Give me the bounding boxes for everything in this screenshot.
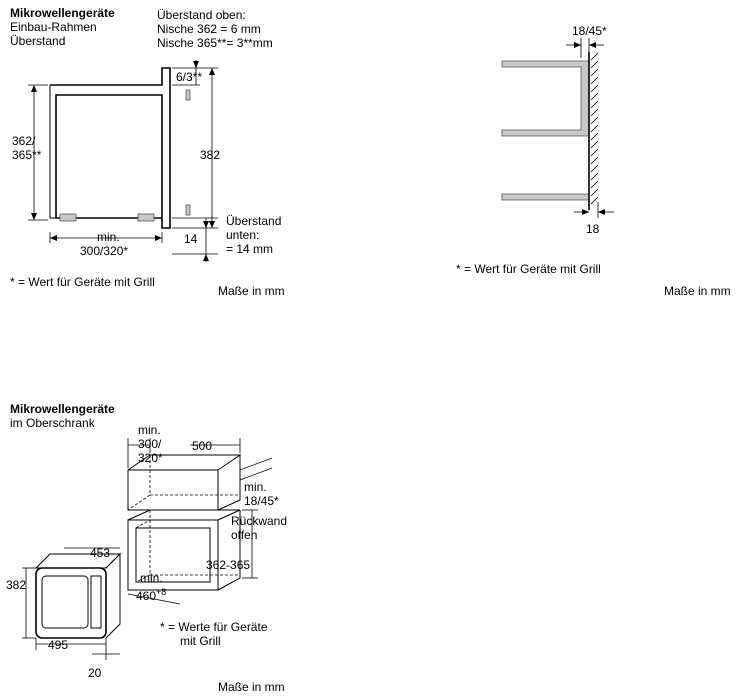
dim-cabinet-min: min. <box>138 423 161 437</box>
diagram3-footnote: * = Werte für Geräte <box>160 620 268 634</box>
bottom-overhang-label: Überstand <box>226 214 282 228</box>
rear-wall-label: Rückwand <box>231 514 288 528</box>
diagram3-footnote-grill: mit Grill <box>180 634 221 648</box>
top-overhang-362: Nische 362 = 6 mm <box>157 22 261 36</box>
dim-profile-top: 18/45* <box>572 24 607 38</box>
dim-microwave-382: 382 <box>6 578 27 592</box>
dim-microwave-20: 20 <box>88 666 102 680</box>
diagram1-units: Maße in mm <box>218 284 285 298</box>
dim-width-min: min. <box>97 230 120 244</box>
diagram3-subtitle: im Oberschrank <box>10 416 95 430</box>
microwave-side <box>105 552 121 639</box>
dim-depth-460: 460+8 <box>136 587 167 603</box>
cabinet-upper-front <box>127 469 219 511</box>
profile-lower <box>501 193 590 201</box>
dim-front-min: min. <box>244 480 267 494</box>
dim-frame-382: 382 <box>200 148 221 162</box>
rear-wall-open: offen <box>231 528 258 542</box>
dim-microwave-453: 453 <box>90 546 111 560</box>
dim-depth-min: min. <box>140 571 163 585</box>
dim-profile-bottom: 18 <box>586 222 600 236</box>
dim-overhang-14: 14 <box>184 232 198 246</box>
dim-cabinet-320: 320* <box>138 451 163 465</box>
dim-cabinet-500: 500 <box>192 439 213 453</box>
bottom-overhang-value: = 14 mm <box>226 242 274 256</box>
niche-outline <box>49 85 56 219</box>
dim-cabinet-300: 300/ <box>138 437 162 451</box>
bottom-overhang-unten: unten: <box>226 228 260 242</box>
dim-niche-height-365: 365** <box>12 148 42 162</box>
cover-bottom <box>185 204 191 216</box>
diagram2-units: Maße in mm <box>664 284 731 298</box>
diagram2-footnote: * = Wert für Geräte mit Grill <box>456 262 601 276</box>
profile-upper <box>501 60 590 137</box>
foot-left <box>59 213 77 222</box>
top-overhang-note: Überstand oben: <box>157 8 246 22</box>
foot-right <box>137 213 155 222</box>
dim-front-1845: 18/45* <box>244 494 279 508</box>
diagram3-title: Mikrowellengeräte <box>10 402 115 416</box>
wall-hatch <box>590 52 599 205</box>
dim-niche-362-365: 362-365 <box>206 558 251 572</box>
diagram2-drawing <box>501 38 614 218</box>
diagram1-subtitle-overhang: Überstand <box>10 34 66 48</box>
diagram1-drawing <box>28 60 218 262</box>
dim-microwave-495: 495 <box>48 638 69 652</box>
diagram3-units: Maße in mm <box>218 680 285 694</box>
diagram1-title: Mikrowellengeräte <box>10 6 115 20</box>
microwave-front <box>35 567 107 639</box>
diagram1-subtitle-frame: Einbau-Rahmen <box>10 20 97 34</box>
dim-niche-height-362: 362/ <box>12 134 36 148</box>
microwave-door-window <box>41 575 89 629</box>
top-overhang-365: Nische 365**= 3**mm <box>157 36 273 50</box>
dim-width-300: 300/320* <box>80 244 129 258</box>
frame-profile <box>50 67 171 229</box>
diagram1-footnote: * = Wert für Geräte mit Grill <box>10 275 155 289</box>
microwave-control-panel <box>90 575 102 629</box>
cover-top <box>185 89 191 101</box>
dim-overhang-top: 6/3** <box>176 70 203 84</box>
diagram3-drawing <box>22 438 273 660</box>
